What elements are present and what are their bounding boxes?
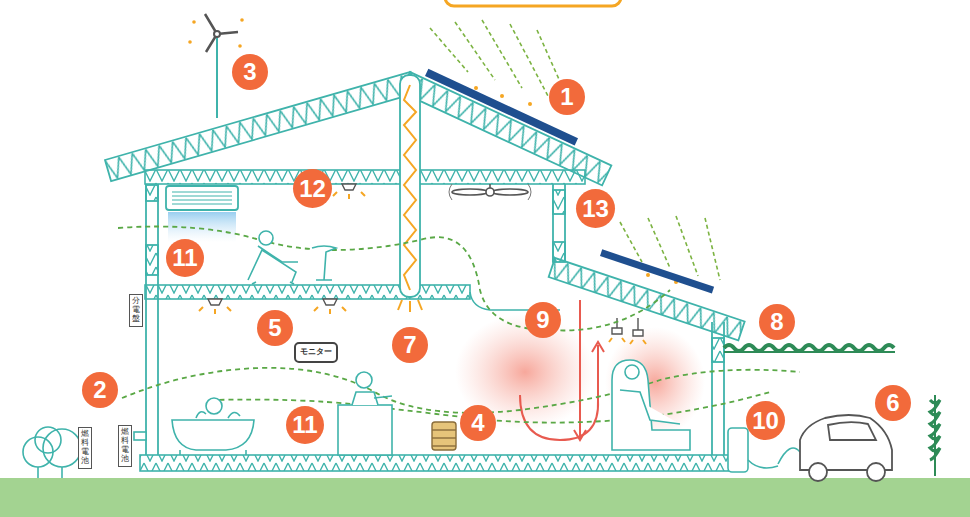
ceiling-truss [145,170,585,184]
label-text: 燃料電池 [81,430,89,465]
callout-text: 3 [243,60,256,84]
trees [23,427,81,478]
callout-text: 8 [770,310,783,334]
callout-number: 8 [759,304,795,340]
person-in-chair [612,360,690,450]
person-bathing [172,398,254,455]
monitor-display: モニター [294,342,338,363]
callout-text: 1 [560,85,573,109]
roof-truss [105,72,417,181]
light-rays [398,300,422,312]
air-flow [404,85,416,290]
callout-text: 4 [471,411,484,435]
storage-battery [432,422,456,450]
air-conditioner [166,186,238,210]
callout-number: 7 [392,327,428,363]
label-text: 分電盤 [132,297,140,323]
label-text: モニター [300,348,332,357]
equipment-label: 燃料電池 [78,427,92,469]
electric-car [800,415,892,481]
person-at-desk [338,372,392,455]
callout-text: 6 [886,391,899,415]
callout-text: 7 [403,333,416,357]
label-text: 燃料電池 [121,428,129,463]
callout-text: 2 [93,378,106,402]
ground [0,478,970,517]
cool-air [168,212,236,242]
callout-number: 2 [82,372,118,408]
roof-truss [401,72,612,185]
fuel-cell-pipe [134,432,146,440]
callout-number: 13 [576,189,615,228]
green-curtain [724,345,940,476]
air-conditioner-grille [172,192,232,204]
callout-text: 10 [752,409,779,433]
callout-number: 9 [525,302,561,338]
breeze-line [118,227,800,423]
callout-text: 11 [172,246,197,270]
air-shaft [400,75,420,297]
callout-text: 11 [292,413,317,437]
callout-number: 11 [166,239,204,277]
floor-truss [145,285,470,299]
callout-number: 4 [460,405,496,441]
callout-number: 6 [875,385,911,421]
callout-number: 11 [286,406,324,444]
callout-text: 13 [582,197,609,221]
equipment-label: 分電盤 [129,294,143,327]
header-tab [445,0,621,6]
callout-number: 5 [257,310,293,346]
solar-panel [600,249,714,293]
callout-number: 1 [549,79,585,115]
callout-text: 12 [299,177,326,201]
person-relaxing [248,231,336,284]
callout-number: 10 [746,401,785,440]
equipment-label: 燃料電池 [118,425,132,467]
air-circulation [520,300,604,440]
callout-text: 9 [536,308,549,332]
callout-number: 3 [232,54,268,90]
callout-number: 12 [293,169,332,208]
ceiling-fan [449,184,531,200]
floor-truss [140,455,730,471]
callout-text: 5 [268,316,281,340]
